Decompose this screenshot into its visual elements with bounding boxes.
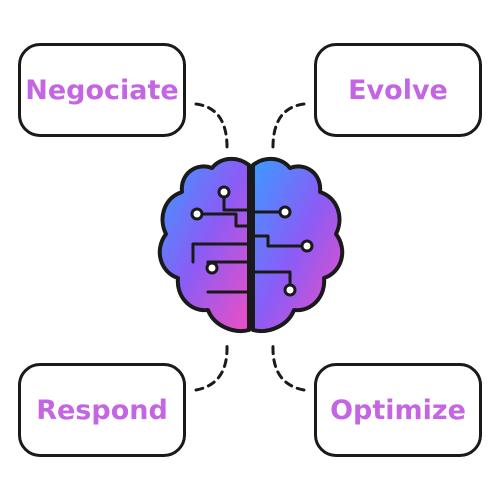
- node-evolve-label: Evolve: [348, 74, 448, 106]
- connector-bottom-left: [194, 344, 229, 392]
- node-optimize-label: Optimize: [330, 394, 466, 426]
- node-respond: Respond: [18, 363, 186, 457]
- node-respond-label: Respond: [36, 394, 168, 426]
- connector-top-left: [194, 102, 229, 152]
- node-negociate-label: Negociate: [25, 74, 179, 106]
- node-evolve: Evolve: [314, 43, 482, 137]
- node-negociate: Negociate: [18, 43, 186, 137]
- node-optimize: Optimize: [314, 363, 482, 457]
- brain-circuit-icon: [157, 156, 345, 333]
- connector-top-right: [271, 102, 306, 152]
- connector-bottom-right: [271, 344, 306, 392]
